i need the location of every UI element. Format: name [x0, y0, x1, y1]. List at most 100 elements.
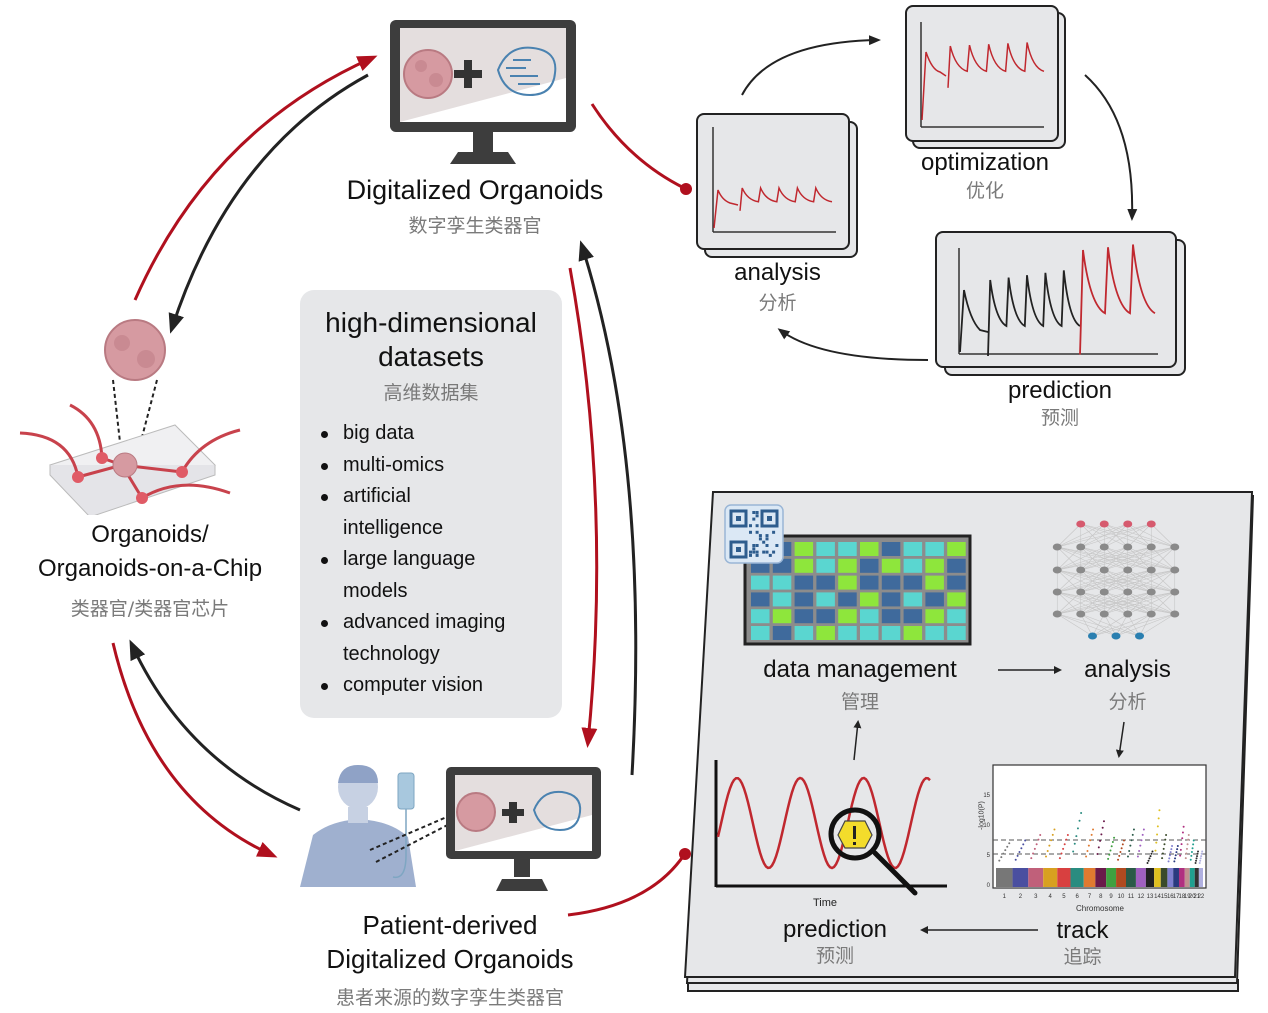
cycle-prediction-subtitle: 预测: [1040, 407, 1079, 429]
heatmap-cell: [925, 575, 944, 590]
network-node: [1076, 520, 1086, 528]
heatmap-cell: [860, 626, 879, 640]
board-data-management-title: data management: [763, 656, 957, 683]
heatmap-cell: [860, 609, 879, 624]
chromosome-bar: [1043, 868, 1058, 887]
arrow-patient-to-digital: [578, 240, 638, 776]
heatmap-cell: [903, 558, 923, 573]
heatmap-cell: [751, 626, 770, 640]
network-node: [1123, 543, 1133, 551]
arrow-digital-to-patient: [568, 267, 599, 748]
chromosome-bar: [1198, 868, 1203, 887]
chromosome-tick: 22: [1198, 894, 1205, 900]
chromosome-bar: [1194, 868, 1199, 887]
network-node: [1076, 543, 1086, 551]
board-analysis-subtitle: 分析: [1108, 691, 1147, 713]
network-node: [1099, 588, 1109, 596]
network-node: [1099, 520, 1109, 528]
heatmap-cell: [838, 592, 857, 607]
heatmap-cell: [903, 592, 923, 607]
datasets-list-item: large language models: [318, 544, 513, 607]
network-node: [1052, 543, 1062, 551]
chromosome-tick: 14: [1154, 894, 1161, 900]
heatmap-cell: [903, 542, 923, 556]
chromosome-tick: 19: [1184, 894, 1191, 900]
arrow-analysis-to-track: [1115, 721, 1125, 758]
arrow-prediction-to-analysis: [777, 328, 929, 361]
heatmap-cell: [947, 542, 966, 556]
network-node: [1111, 632, 1121, 640]
chromosome-bar: [1116, 868, 1126, 887]
heatmap-cell: [816, 592, 835, 607]
chromosome-tick: 6: [1075, 894, 1079, 900]
heatmap-cell: [903, 575, 923, 590]
chromosome-tick: 16: [1167, 894, 1174, 900]
heatmap-cell: [925, 609, 944, 624]
board-data-management-subtitle: 管理: [840, 691, 879, 713]
chromosome-tick: 20: [1189, 894, 1196, 900]
chromosome-bar: [1070, 868, 1084, 887]
board-track-subtitle: 追踪: [1063, 946, 1102, 968]
network-node: [1099, 543, 1109, 551]
network-node: [1052, 566, 1062, 574]
datasets-list-item: computer vision: [318, 670, 553, 702]
board-prediction-title: prediction: [782, 916, 888, 943]
digital-organoids-title: Digitalized Organoids: [346, 175, 604, 205]
network-node: [1146, 543, 1156, 551]
datasets-title-line2: datasets: [378, 341, 484, 372]
chromosome-bar: [1167, 868, 1174, 887]
neural-network-icon: [1052, 520, 1180, 640]
network-node: [1076, 566, 1086, 574]
heatmap-cell: [860, 575, 879, 590]
heatmap-cell: [947, 558, 966, 573]
heatmap-cell: [794, 575, 814, 590]
network-node: [1146, 610, 1156, 618]
cycle-optimization-title: optimization: [920, 149, 1050, 176]
chromosome-tick: 9: [1109, 894, 1113, 900]
heatmap-cell: [947, 592, 966, 607]
chromosome-tick: 12: [1138, 894, 1145, 900]
y-tick: 15: [983, 793, 990, 799]
y-tick: 5: [987, 853, 991, 859]
chromosome-bar: [1095, 868, 1107, 887]
network-node: [1146, 588, 1156, 596]
chromosome-tick: 17: [1173, 894, 1180, 900]
network-node: [1123, 588, 1133, 596]
arrow-optimization-to-prediction: [1084, 74, 1138, 221]
heatmap-cell: [881, 558, 901, 573]
organoid-chip-icon: [19, 319, 241, 515]
heatmap-cell: [860, 558, 879, 573]
chromosome-tick: 1: [1003, 894, 1007, 900]
connector-pin: [680, 183, 692, 195]
heatmap-cell: [772, 575, 792, 590]
datasets-title-line1: high-dimensional: [325, 307, 537, 338]
chromosome-tick: 5: [1062, 894, 1066, 900]
heatmap-cell: [772, 609, 792, 624]
digital-organoids-subtitle: 数字孪生类器官: [408, 215, 542, 237]
heatmap-cell: [816, 609, 835, 624]
heatmap-cell: [816, 575, 835, 590]
arrow-chip-to-digital: [133, 55, 378, 301]
heatmap-cell: [772, 626, 792, 640]
chromosome-axis-label: Chromosome: [1075, 904, 1124, 913]
datasets-subtitle: 高维数据集: [383, 382, 479, 404]
magnifier-warning-icon: [828, 807, 918, 896]
datasets-title: high-dimensional datasets: [300, 306, 562, 374]
chromosome-tick: 3: [1034, 894, 1038, 900]
chromosome-bar: [1125, 868, 1136, 887]
chromosome-tick: 18: [1179, 894, 1186, 900]
qr-code-icon: [724, 504, 784, 564]
network-node: [1170, 610, 1180, 618]
chromosome-bar: [1028, 868, 1044, 887]
heatmap-cell: [947, 626, 966, 640]
heatmap-cell: [860, 542, 879, 556]
arrow-patient-to-chip: [129, 639, 301, 812]
optimization-card: [905, 5, 1066, 149]
chromosome-tick: 4: [1049, 894, 1053, 900]
board-track-title: track: [1056, 917, 1109, 944]
chromosome-bar: [1012, 868, 1029, 887]
heatmap-cell: [881, 542, 901, 556]
